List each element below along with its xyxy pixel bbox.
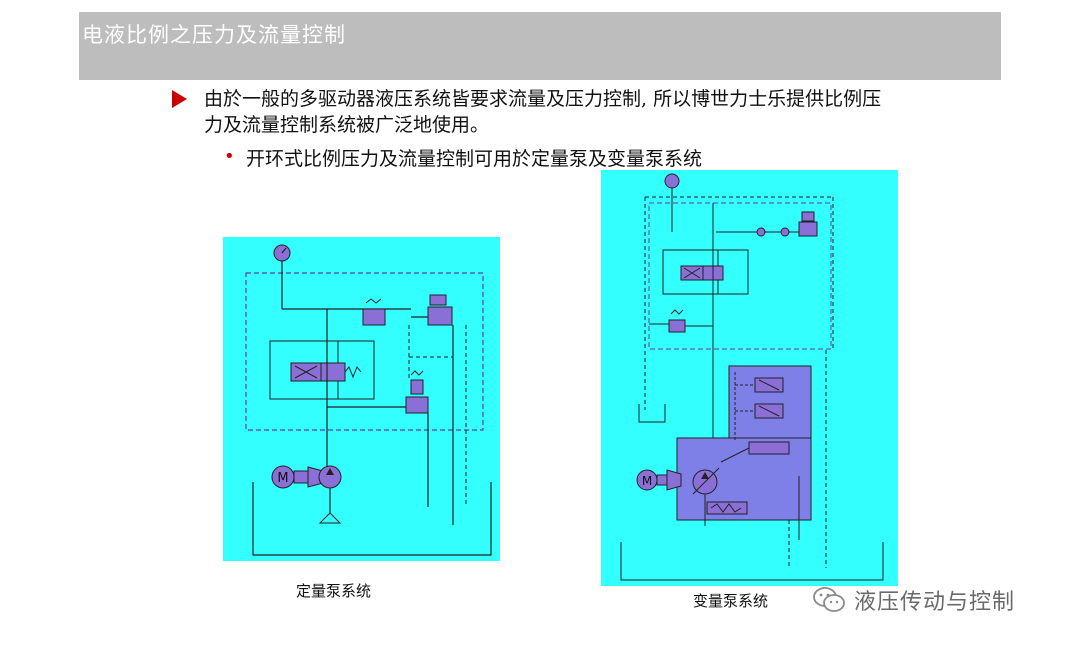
proportional-relief-valve-icon	[798, 221, 818, 237]
dot-bullet-icon: •	[224, 146, 235, 167]
dashed-frame	[245, 272, 484, 431]
bullet-main-text: 由於一般的多驱动器液压系统皆要求流量及压力控制, 所以博世力士乐提供比例压力及流…	[204, 88, 882, 136]
orifice-icon	[756, 227, 766, 237]
watermark-text: 液压传动与控制	[854, 590, 1016, 615]
flow-control-valve-icon	[405, 396, 429, 414]
wechat-icon	[813, 587, 845, 612]
small-tank-icon	[638, 404, 666, 423]
motor-label: M	[642, 474, 652, 488]
relief-valve-icon	[668, 319, 686, 333]
coupling-icon	[293, 470, 309, 484]
strainer-icon	[318, 512, 342, 524]
variable-pump-schematic: M	[620, 173, 884, 581]
control-cylinder-icon	[748, 441, 790, 455]
bullet-sub-text: 开环式比例压力及流量控制可用於定量泵及变量泵系统	[246, 148, 703, 170]
proportional-relief-valve-icon	[427, 306, 453, 326]
fixed-pump-diagram: M	[223, 237, 500, 561]
fixed-pump-caption: 定量泵系统	[296, 582, 372, 600]
slide-title: 电液比例之压力及流量控制	[82, 23, 346, 47]
title-bar	[79, 12, 1001, 80]
tank-icon	[620, 542, 884, 581]
fixed-pump-schematic: M	[245, 244, 492, 556]
motor-label: M	[277, 471, 288, 486]
watermark: 液压传动与控制	[812, 584, 1015, 616]
coupling-icon	[656, 474, 668, 486]
tank-icon	[252, 482, 492, 556]
relief-valve-icon	[362, 308, 386, 326]
triangle-bullet-icon	[172, 90, 187, 108]
variable-pump-caption: 变量泵系统	[693, 592, 769, 610]
pressure-gauge-icon	[664, 173, 680, 189]
dashed-frame	[648, 202, 832, 350]
variable-pump-diagram: M	[601, 170, 898, 586]
